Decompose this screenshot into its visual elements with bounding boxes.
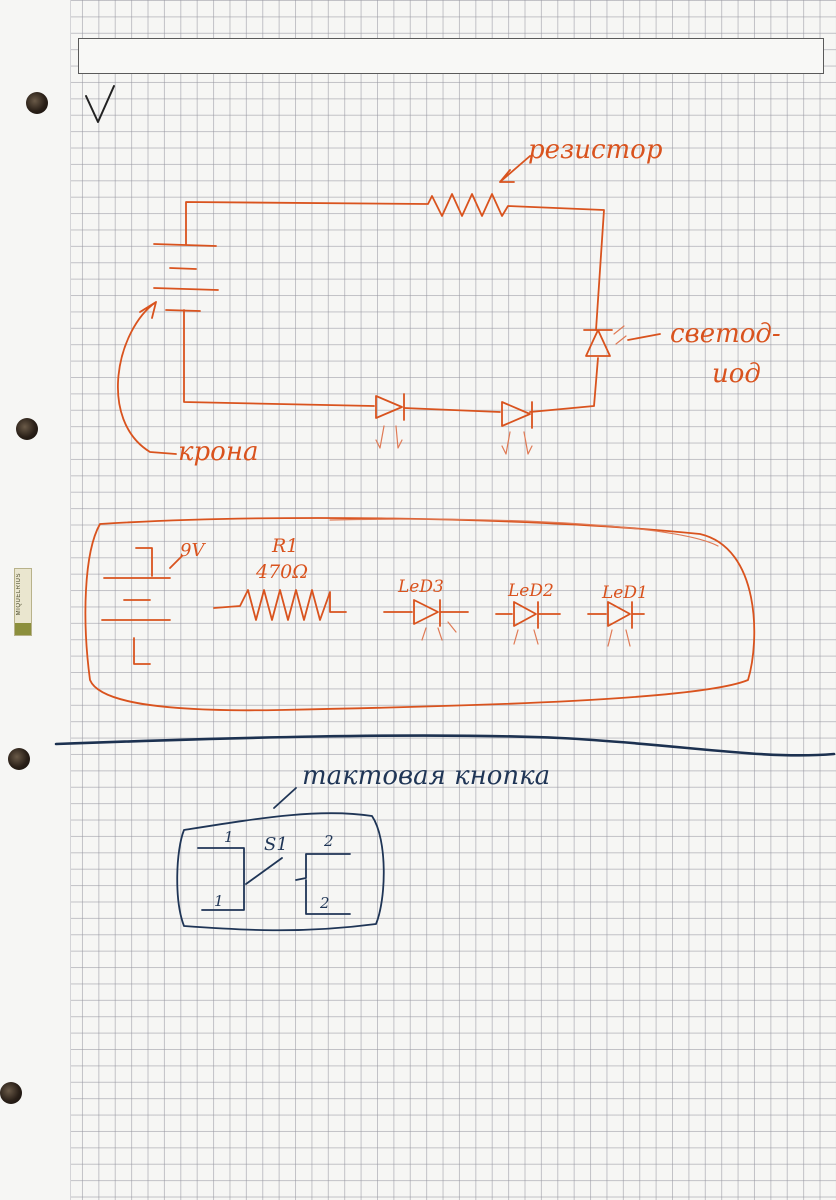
pin-2-top: 2 (323, 832, 334, 850)
button-title-pointer (273, 787, 297, 809)
schematic-outline (84, 517, 756, 712)
led1-label: LeD1 (601, 583, 648, 603)
led3-label: LeD3 (397, 577, 444, 597)
led2-rays-icon (513, 629, 539, 645)
pin-1-top: 1 (224, 828, 234, 846)
binder-hole-4 (0, 1082, 22, 1104)
binder-hole-1 (26, 92, 48, 114)
button-outline (176, 812, 385, 932)
battery-symbol-icon (101, 547, 171, 665)
right-wire (529, 357, 599, 413)
resistor-arrow-icon (499, 155, 531, 183)
battery-label: крона (178, 437, 258, 467)
checkmark-icon (85, 85, 115, 123)
schematic-symbols: 9V R1 470Ω LeD3 LeD2 LeD1 (84, 517, 756, 712)
led-label-line1: светод- (670, 319, 781, 349)
button-title: тактовая кнопка (302, 761, 550, 791)
schematic-outline-pencil (329, 518, 719, 547)
vertical-led-icon (583, 329, 613, 357)
led-label-line2: иод (712, 359, 761, 389)
resistor-label: резистор (528, 135, 663, 165)
led1-rays-icon (607, 629, 631, 647)
bottom-led-1-icon (375, 393, 405, 421)
bottom-led-1-rays-icon (375, 425, 403, 449)
circuit-sketch: резистор светод- иод крона (117, 135, 781, 467)
bottom-wire-left (183, 309, 375, 407)
button-lever-icon (245, 857, 283, 885)
resistor-ref: R1 (271, 535, 298, 557)
pin-1-bottom: 1 (214, 892, 224, 910)
button-right-contact-icon (295, 853, 351, 915)
brand-label: MIQUELRIUS (14, 568, 32, 636)
led3-symbol-icon (383, 599, 469, 627)
battery-voltage: 9V (180, 540, 206, 561)
led1-symbol-icon (587, 601, 645, 629)
header-box (78, 38, 824, 74)
pin-2-bottom: 2 (319, 894, 330, 912)
bottom-led-2-icon (501, 401, 533, 429)
button-left-contact-icon (197, 847, 245, 911)
battery-plate-4 (165, 309, 201, 312)
led3-rays-icon (421, 621, 457, 641)
binder-hole-3 (8, 748, 30, 770)
vertical-led-rays-icon (613, 325, 627, 345)
led2-symbol-icon (495, 601, 561, 629)
brand-logo-icon (15, 623, 31, 635)
binder-hole-2 (16, 418, 38, 440)
voltage-pointer (169, 555, 183, 569)
battery-plate-1 (153, 243, 217, 247)
resistor-value: 470Ω (255, 561, 308, 583)
tactile-button-sketch: тактовая кнопка 1 1 2 2 S1 (176, 761, 550, 932)
bottom-wire-middle (403, 407, 501, 413)
led-pointer-line (627, 333, 661, 341)
button-ref: S1 (264, 834, 288, 855)
led2-label: LeD2 (507, 581, 554, 601)
left-margin (0, 0, 71, 1200)
battery-plate-3 (153, 287, 219, 291)
battery-pointer-curve (117, 301, 177, 455)
resistor-symbol-icon (213, 589, 347, 621)
top-wire-resistor (185, 193, 605, 331)
battery-plate-2 (169, 267, 197, 270)
section-divider (54, 734, 836, 757)
bottom-led-2-rays-icon (501, 431, 533, 455)
